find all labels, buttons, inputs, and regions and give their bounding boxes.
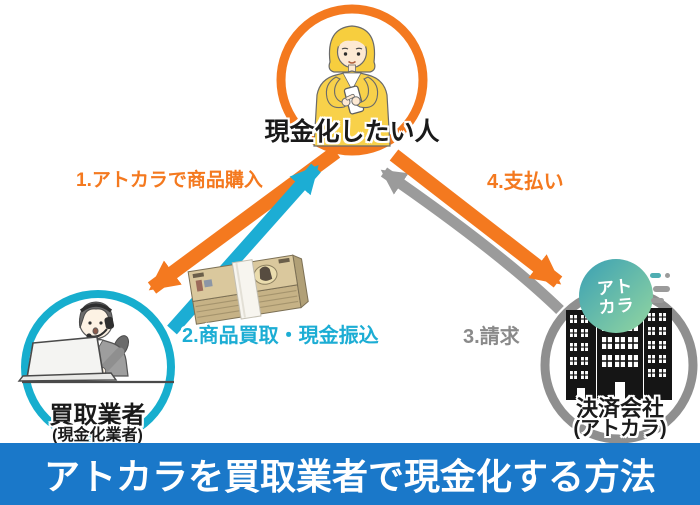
title-banner: アトカラを買取業者で現金化する方法 [0,443,700,505]
cash-bundle-icon [187,254,309,325]
step3-label: 3.請求 [463,326,520,348]
flow-diagram: アト カラ [17,4,698,443]
payment-label: 決済会社 [575,396,664,421]
call-center-woman-icon [17,301,174,384]
buyer-sublabel: (現金化業者) [52,427,143,444]
woman-with-smartphone-icon [313,25,391,147]
buyer-circle [21,290,175,443]
step4-label: 4.支払い [487,171,564,193]
consumer-circle [276,4,428,156]
arrow-step4-payment [389,149,563,288]
buyer-label: 買取業者 [49,402,146,429]
step2-label: 2.商品買取・現金振込 [182,325,379,347]
speed-lines-icon [650,273,670,303]
logo-text-top: アト [596,277,634,299]
arrow-step3-billing [380,167,564,314]
logo-text-bottom: カラ [598,295,636,317]
atokara-logo: アト カラ [579,259,670,333]
consumer-label: 現金化したい人 [264,118,440,146]
payment-sublabel: (アトカラ) [573,418,667,440]
banner-title: アトカラを買取業者で現金化する方法 [43,456,656,497]
step1-label: 1.アトカラで商品購入 [76,170,263,191]
